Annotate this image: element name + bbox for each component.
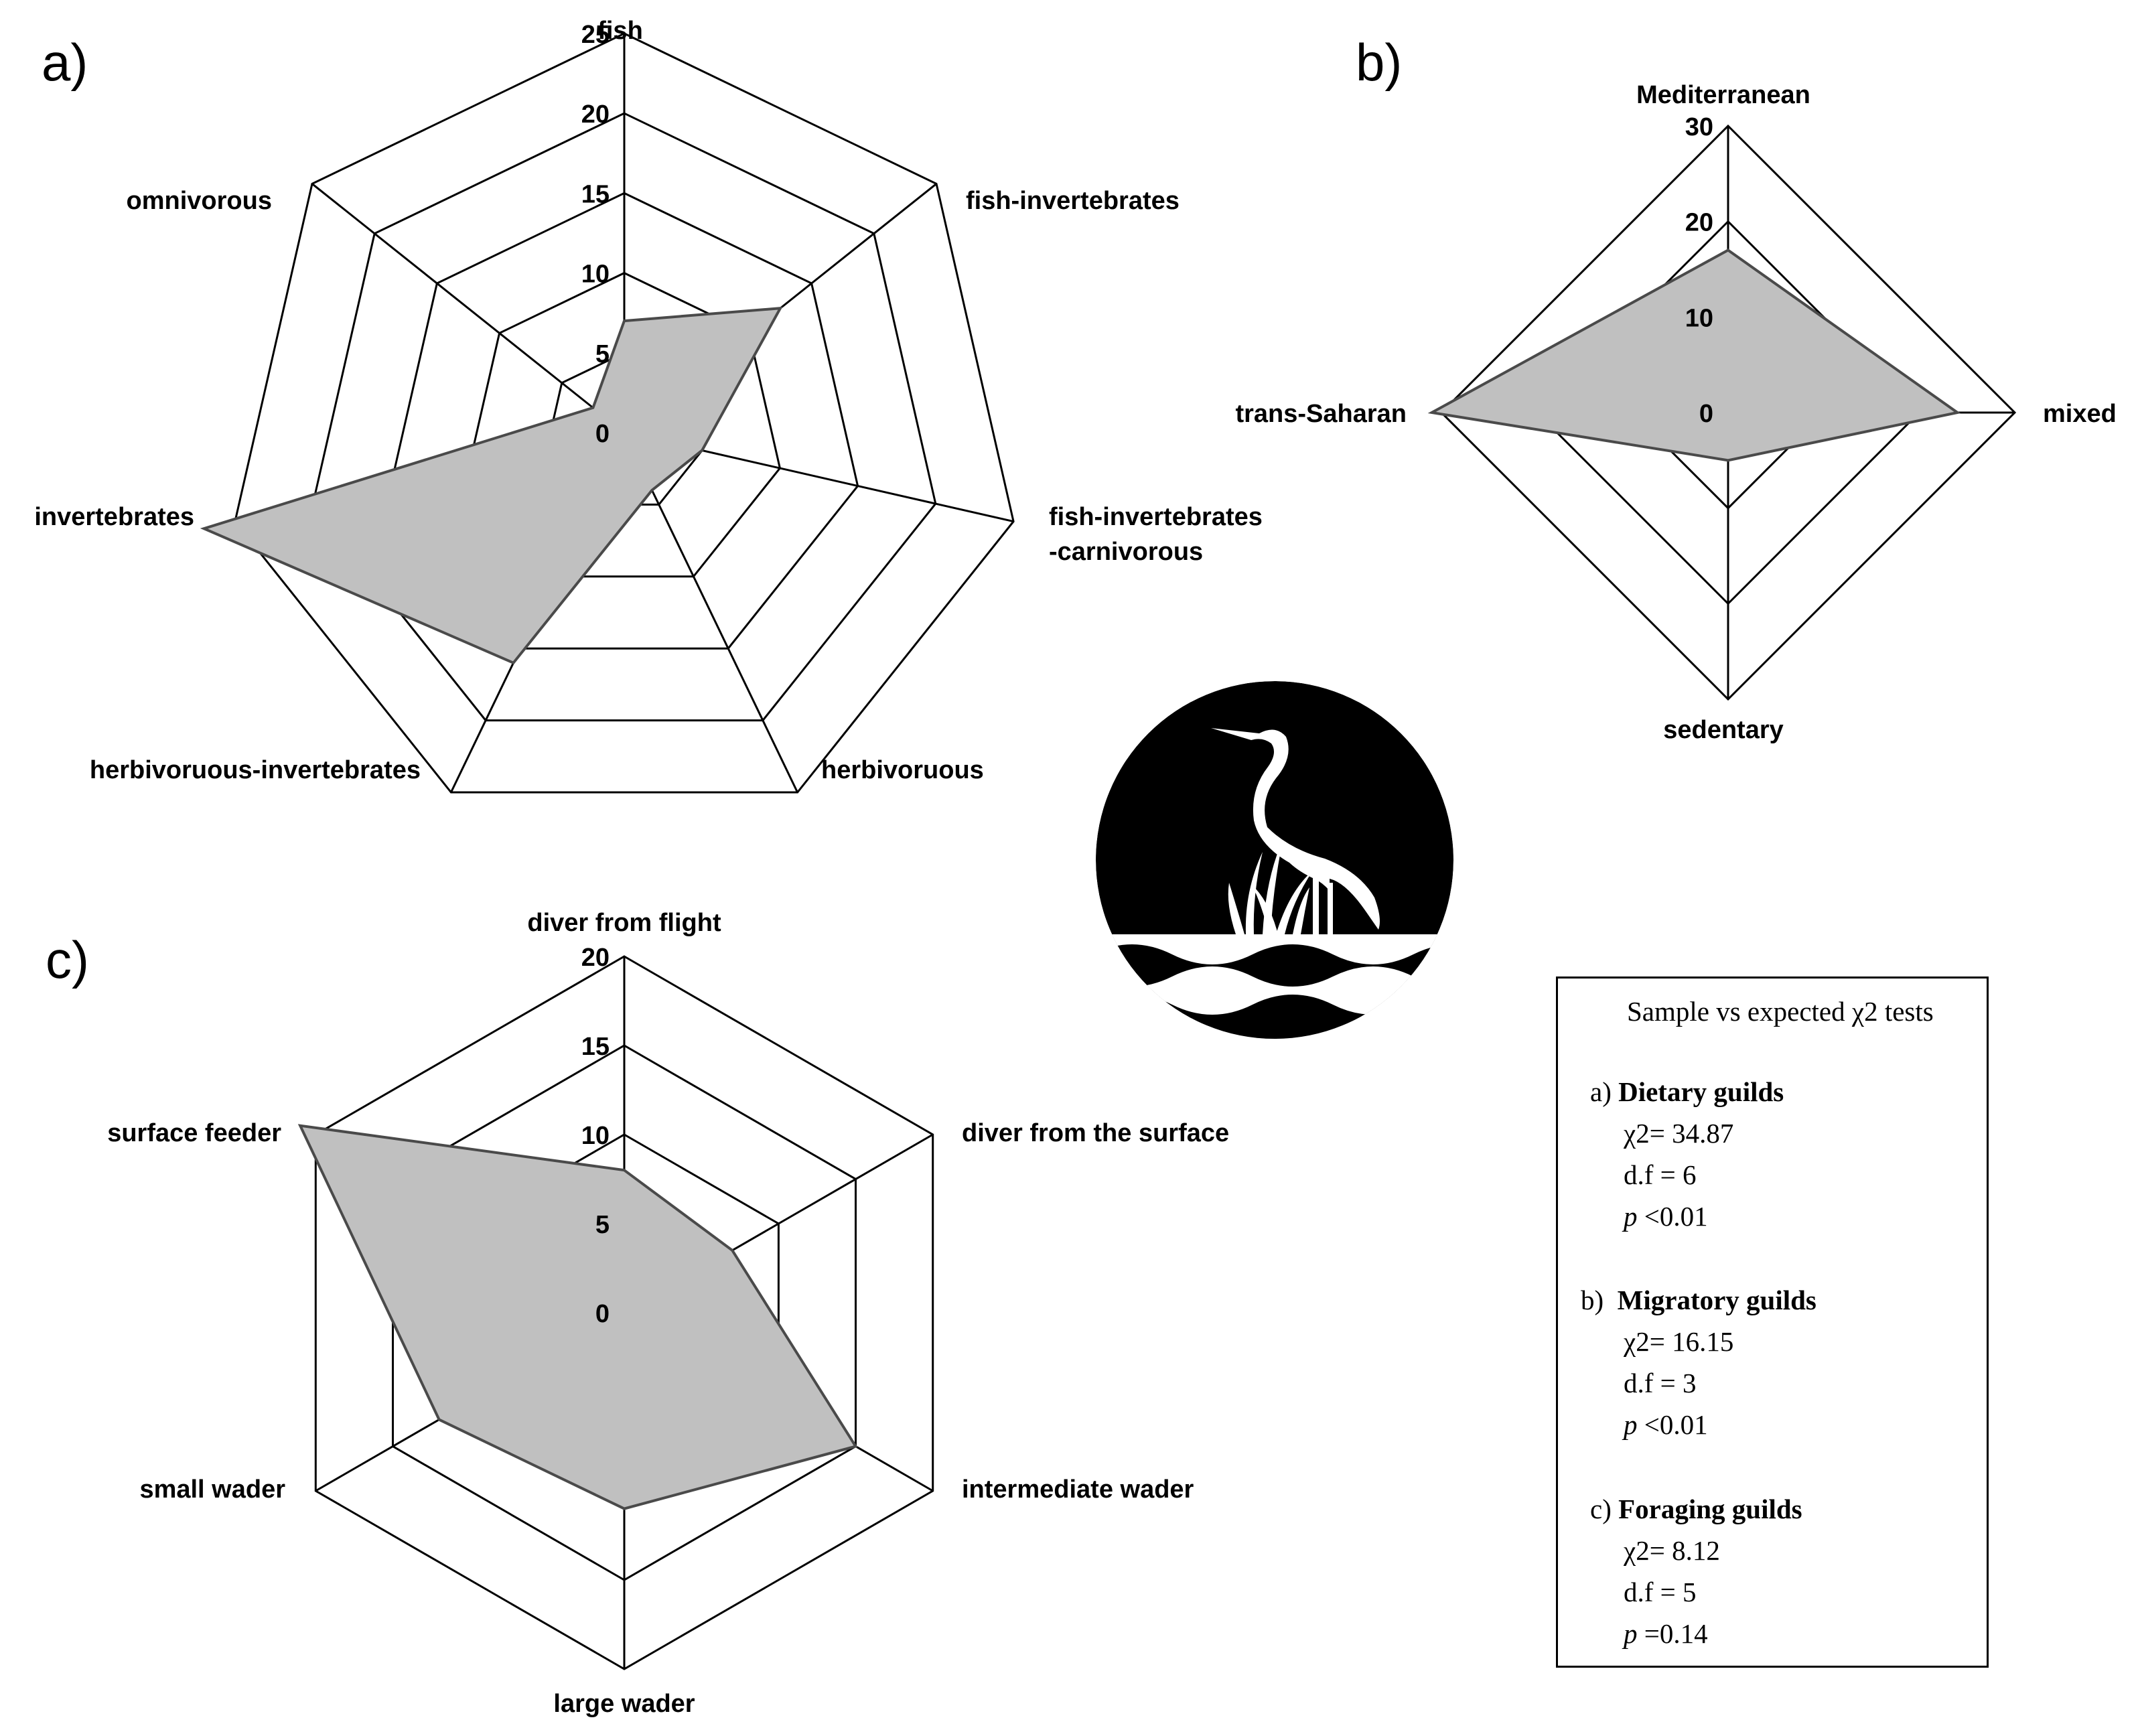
axis-label-fish-invertebrates-carnivorous: fish-invertebrates-carnivorous [1049, 503, 1263, 566]
axis-label-trans-saharan: trans-Saharan [1235, 400, 1407, 428]
tick-label: 20 [1685, 209, 1713, 237]
axis-label-herbivoruous: herbivoruous [821, 756, 984, 784]
axis-label-herbivoruous-invertebrates: herbivoruous-invertebrates [90, 756, 421, 784]
tick-label: 0 [595, 420, 610, 448]
radar-chart-foraging: c) 0 5 10 15 20 diver from flight diver from th… [46, 909, 1229, 1718]
axis-spoke [311, 183, 625, 434]
axis-label-surface-feeder: surface feeder [107, 1119, 281, 1147]
data-area [297, 1124, 858, 1510]
tick-label: 10 [581, 1122, 610, 1150]
axis-label-fish-invertebrates: fish-invertebrates [966, 187, 1180, 215]
grid-ring [389, 192, 859, 650]
tick-label: 0 [1699, 400, 1713, 428]
test-heading-foraging: c) Foraging guilds [1590, 1493, 1802, 1525]
test-heading-migratory: b) Migratory guilds [1581, 1284, 1816, 1316]
grid-ring [311, 112, 937, 722]
axis-spoke [623, 432, 798, 793]
p-symbol: p [1624, 1409, 1638, 1440]
radar-chart-migratory: b) 0 10 20 30 Mediterranean mixed sedentary tran… [1235, 33, 2116, 744]
test-df: d.f = 6 [1624, 1159, 1697, 1190]
test-prefix: a) [1590, 1076, 1612, 1107]
axis-label-intermediate-wader: intermediate wader [962, 1475, 1194, 1504]
axis-label-diver-from-flight: diver from flight [527, 909, 721, 937]
heron-in-reeds-logo [1096, 681, 1453, 1039]
tick-label: 20 [581, 100, 610, 129]
tick-label: 5 [595, 1211, 610, 1239]
test-name: Migratory guilds [1617, 1285, 1816, 1315]
axis-label-fish: fish [597, 17, 643, 45]
tick-label: 15 [581, 1033, 610, 1061]
tick-label: 15 [581, 180, 610, 208]
axis-label-small-wader: small wader [139, 1475, 285, 1504]
axis-label-mediterranean: Mediterranean [1636, 81, 1810, 109]
p-value: <0.01 [1637, 1409, 1708, 1440]
data-area [1427, 248, 1961, 462]
test-chi2: χ2= 34.87 [1624, 1118, 1734, 1149]
tick-label: 10 [1685, 304, 1713, 332]
axis-label-mixed: mixed [2043, 400, 2117, 428]
chi-square-tests-box: Sample vs expected χ2 tests a) Dietary g… [1556, 976, 1989, 1668]
test-prefix: c) [1590, 1494, 1612, 1524]
test-df: d.f = 3 [1624, 1368, 1697, 1398]
tick-label: 25 [581, 21, 610, 49]
axis-label-diver-from-the-surface: diver from the surface [962, 1119, 1229, 1147]
data-area [200, 306, 783, 665]
tick-label: 20 [581, 944, 610, 972]
axis-label-large-wader: large wader [553, 1690, 695, 1718]
test-prefix: b) [1581, 1285, 1604, 1315]
test-df: d.f = 5 [1624, 1577, 1697, 1607]
test-p: p <0.01 [1624, 1200, 1708, 1232]
tick-label: 0 [595, 1300, 610, 1328]
panel-letter: c) [46, 930, 89, 989]
p-value: =0.14 [1637, 1618, 1708, 1649]
test-p: p =0.14 [1624, 1617, 1708, 1650]
test-p: p <0.01 [1624, 1408, 1708, 1441]
p-symbol: p [1624, 1201, 1638, 1232]
test-heading-dietary: a) Dietary guilds [1590, 1076, 1784, 1108]
axis-label-invertebrates: invertebrates [34, 503, 194, 531]
test-chi2: χ2= 8.12 [1624, 1535, 1720, 1566]
p-symbol: p [1624, 1618, 1638, 1649]
test-name: Foraging guilds [1618, 1494, 1802, 1524]
p-value: <0.01 [1637, 1201, 1708, 1232]
test-chi2: χ2= 16.15 [1624, 1326, 1734, 1357]
panel-letter: a) [42, 33, 88, 92]
tick-label: 30 [1685, 113, 1713, 141]
tick-label: 5 [595, 340, 610, 368]
stats-title: Sample vs expected χ2 tests [1627, 996, 1934, 1027]
axis-label-omnivorous: omnivorous [127, 187, 272, 215]
axis-label-sedentary: sedentary [1663, 716, 1784, 744]
panel-letter: b) [1356, 33, 1402, 92]
test-name: Dietary guilds [1618, 1076, 1784, 1107]
tick-label: 10 [581, 261, 610, 289]
grid-ring [234, 32, 1015, 794]
